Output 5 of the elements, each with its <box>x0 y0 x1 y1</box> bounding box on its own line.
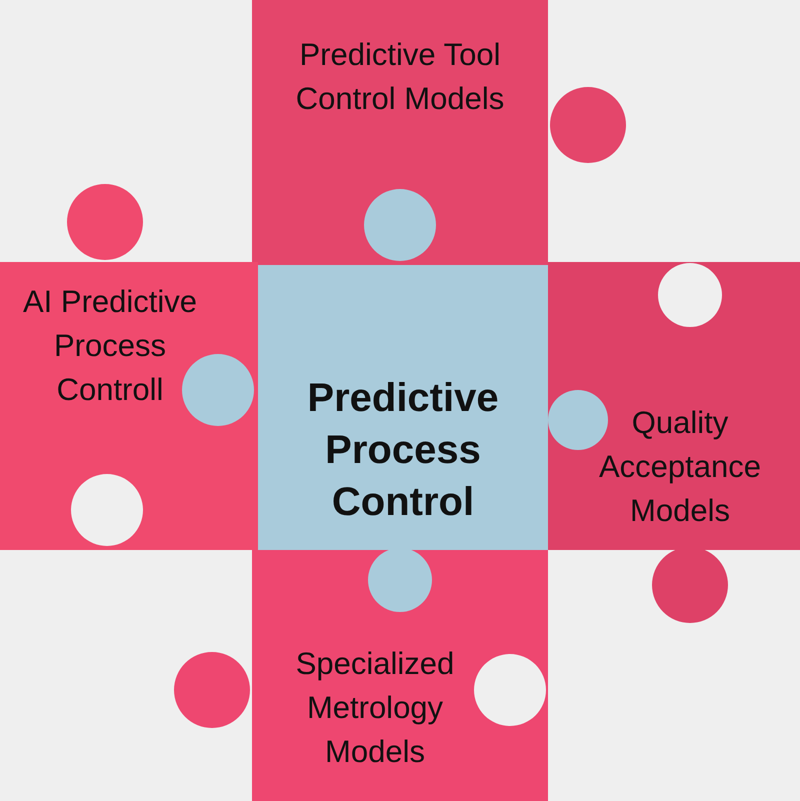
piece-label: AI Predictive Process Controll <box>22 283 198 409</box>
piece-label: Predictive Tool Control Models <box>294 36 506 118</box>
center-title: Predictive Process Control <box>306 375 500 526</box>
piece-label: Quality Acceptance Models <box>598 404 762 530</box>
piece-label: Specialized Metrology Models <box>294 645 456 771</box>
